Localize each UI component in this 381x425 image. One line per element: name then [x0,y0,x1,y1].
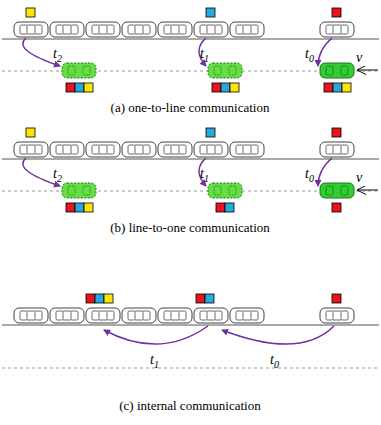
time-label: v [356,50,362,66]
time-label: t1 [200,166,209,184]
time-label: t1 [150,352,159,370]
time-label: v [356,170,362,186]
time-label: t2 [53,46,62,64]
subfigure-caption: (a) one-to-line communication [111,100,270,116]
subfigure-caption: (c) internal communication [119,398,261,414]
subfigure-caption: (b) line-to-one communication [110,220,270,236]
time-label: t0 [305,46,314,64]
time-label: t0 [305,166,314,184]
time-label: t1 [200,46,209,64]
time-label: t0 [270,352,279,370]
time-label: t2 [53,166,62,184]
